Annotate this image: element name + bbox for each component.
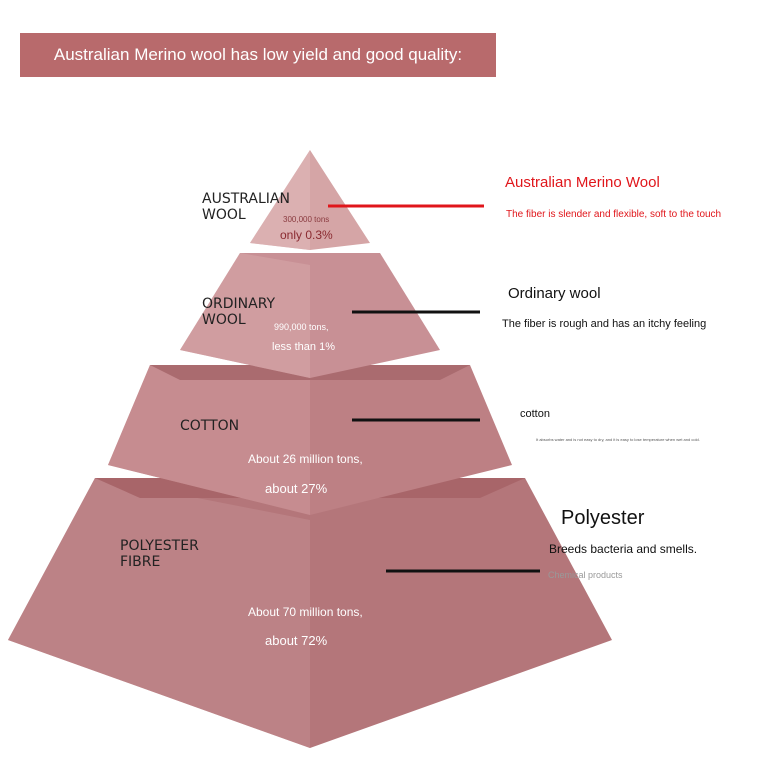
- tier-amount: About 26 million tons,: [248, 452, 363, 466]
- merino-desc: The fiber is slender and flexible, soft …: [506, 209, 722, 220]
- tier-polyester: [8, 478, 612, 748]
- ordinary-desc: The fiber is rough and has an itchy feel…: [502, 318, 707, 330]
- polyester-note: Chemical products: [548, 570, 623, 580]
- tier-australian-wool: [250, 150, 370, 250]
- tier-label: COTTON: [180, 418, 240, 434]
- cotton-title: cotton: [520, 408, 550, 420]
- tier-amount: About 70 million tons,: [248, 605, 363, 619]
- tier-amount: 300,000 tons: [283, 215, 330, 224]
- ordinary-title: Ordinary wool: [508, 285, 601, 302]
- title-banner: Australian Merino wool has low yield and…: [20, 33, 496, 77]
- merino-title: Australian Merino Wool: [505, 174, 660, 191]
- tier-ordinary-wool: [180, 253, 440, 378]
- tier-share: about 72%: [265, 633, 328, 648]
- tier-cotton: [108, 365, 512, 515]
- tier-share: about 27%: [265, 481, 328, 496]
- polyester-desc: Breeds bacteria and smells.: [549, 542, 698, 556]
- tier-share: only 0.3%: [280, 228, 333, 242]
- polyester-title: Polyester: [561, 507, 645, 529]
- tier-share: less than 1%: [272, 341, 335, 353]
- tier-amount: 990,000 tons,: [274, 322, 329, 332]
- cotton-desc: It absorbs water and is not easy to dry,…: [536, 437, 700, 442]
